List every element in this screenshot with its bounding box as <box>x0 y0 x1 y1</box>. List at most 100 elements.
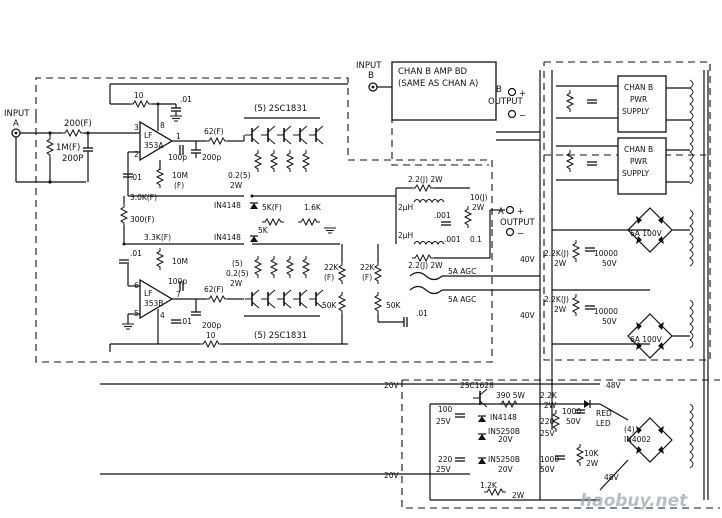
c-10000-bot-v-label: 50V <box>602 317 618 326</box>
l-top-label: 2.2(J) 2W <box>408 175 443 184</box>
c-10000-bot-label: 10000 <box>594 307 618 316</box>
v-20-b-label: 20V <box>384 471 400 480</box>
channel-b: INPUT B CHAN B AMP BD (SAME AS CHAN A) B… <box>356 61 540 141</box>
output-b-minus-jack[interactable] <box>507 109 517 119</box>
c-1000-a-label: 1000 <box>562 407 581 416</box>
r-02-bot-c-label: 2W <box>230 279 243 288</box>
c-220-25b-label: 220 <box>438 455 453 464</box>
output-a-minus: − <box>517 229 524 239</box>
c-100p-top-label: 100p <box>168 153 187 162</box>
output-a-plus-jack[interactable] <box>505 205 515 215</box>
r-22k-2w-label: 2.2K <box>540 391 558 400</box>
c-200p-top-label: 200p <box>202 153 221 162</box>
r-3k0-label: 3.0K(F) <box>130 193 157 202</box>
c-200p-input-label: 200P <box>62 154 83 164</box>
opamp-353b <box>139 278 174 320</box>
opamp-a-name: LF <box>144 131 153 140</box>
fuses: 5A AGC 5A AGC <box>409 267 540 304</box>
pot-50k-a-label: 50K <box>322 301 338 310</box>
bias-diodes: IN4148 IN4148 5K(F) 5K 1.6K <box>214 201 337 243</box>
r-02-bot-b-label: 0.2(5) <box>226 269 249 278</box>
diode-bot-label: IN4148 <box>214 233 241 242</box>
pin-2: 2 <box>134 150 139 159</box>
pin-3: 3 <box>134 123 139 132</box>
input-b-label: INPUT <box>356 61 382 71</box>
r-02-bot-a-label: (5) <box>232 259 243 268</box>
c-01-left-label: .01 <box>130 173 142 182</box>
c-220-25b-v-label: 25V <box>436 465 452 474</box>
r-10k-label: 10K <box>584 449 600 458</box>
c-01-left2-label: .01 <box>130 249 142 258</box>
output-b-minus: − <box>519 111 526 121</box>
r-5k-label: 5K(F) <box>262 203 282 212</box>
r-1k6-label: 1.6K <box>304 203 322 212</box>
c-100-25-label: 100 <box>438 405 453 414</box>
r-22kj-top-label: 2.2K(J) <box>544 249 569 258</box>
r-10m-bot-label: 10M <box>172 257 188 266</box>
output-b-plus-jack[interactable] <box>507 87 517 97</box>
pin-1: 1 <box>176 132 181 141</box>
c-10000-top-label: 10000 <box>594 249 618 258</box>
bridge-top-label: 6A 100V <box>630 229 663 238</box>
r-5k-b-label: 5K <box>258 226 269 235</box>
c-220-25-v-label: 25V <box>540 429 556 438</box>
r-22k-a-f-label: (F) <box>324 273 334 282</box>
chan-b-line1: CHAN B AMP BD <box>398 67 468 77</box>
output-a-plus: + <box>517 207 524 217</box>
transistor-array-top: (5) 2SC1831 0.2(5) 2W <box>228 104 340 198</box>
bridge-small-a-label: (4) <box>624 425 635 434</box>
input-a-label: INPUT <box>4 109 30 119</box>
c-100-25-v-label: 25V <box>436 417 452 426</box>
bridge-bot-label: 6A 100V <box>630 335 663 344</box>
r-22k-b-label: 22K <box>360 263 376 272</box>
output-b-label: OUTPUT <box>488 97 523 107</box>
c-001-label: .001 <box>434 211 451 220</box>
r-22kj-top-w-label: 2W <box>554 259 567 268</box>
v-40-bot-label: 40V <box>520 311 536 320</box>
r-1m-label: 1M(F) <box>56 143 80 153</box>
tr-bot-label: (5) 2SC1831 <box>254 331 307 341</box>
r-62-top-label: 62(F) <box>204 127 224 136</box>
l-bot-label: 2.2(J) 2W <box>408 261 443 270</box>
chan-b-line2: (SAME AS CHAN A) <box>398 79 478 89</box>
z-2-label: IN5250B <box>488 455 520 464</box>
c-01-bot-label: .01 <box>180 317 192 326</box>
c-01-pot-label: .01 <box>416 309 428 318</box>
output-a-letter: A <box>498 207 504 217</box>
r-3k3-label: 3.3K(F) <box>144 233 171 242</box>
c-01-top-label: .01 <box>180 95 192 104</box>
v-20-a-label: 20V <box>384 381 400 390</box>
z-2-v-label: 20V <box>498 465 514 474</box>
r-22kj-bot-label: 2.2K(J) <box>544 295 569 304</box>
input-b-letter: B <box>368 71 374 81</box>
d-in4148-label: IN4148 <box>490 413 517 422</box>
v-40-top-label: 40V <box>520 255 536 264</box>
opamp-a-part: 353A <box>144 141 164 150</box>
opamp-b-part: 353B <box>144 299 163 308</box>
led-2-label: LED <box>596 419 611 428</box>
r-02-top-a-label: 0.2(5) <box>228 171 251 180</box>
fuse-bot-label: 5A AGC <box>448 295 476 304</box>
opamp-353a <box>139 120 174 162</box>
c-001b-label: .001 <box>444 235 461 244</box>
chan-b-pwr-supplies: CHAN B PWR SUPPLY CHAN B PWR SUPPLY <box>539 70 690 500</box>
output-a-label: OUTPUT <box>500 218 535 228</box>
r-22k-a-label: 22K <box>324 263 340 272</box>
r-390-label: 390 5W <box>496 391 525 400</box>
output-b-letter: B <box>496 85 502 95</box>
c-10000-top-v-label: 50V <box>602 259 618 268</box>
pin-7: 7 <box>176 290 181 299</box>
output-a: A OUTPUT + − <box>498 205 535 239</box>
bias-pots: 22K (F) 22K (F) 50K 50K .01 <box>322 244 428 344</box>
led-1-label: RED <box>596 409 612 418</box>
r-10m-top-f-label: (F) <box>174 181 184 190</box>
r-22k-b-f-label: (F) <box>362 273 372 282</box>
output-network: 2.2(J) 2W 2μH 10(J) 2W .001 .001 0.1 2μH… <box>340 175 505 270</box>
diode-top-label: IN4148 <box>214 201 241 210</box>
r-10j-w-label: 2W <box>472 203 485 212</box>
c-200p-bot-label: 200p <box>202 321 221 330</box>
output-a-minus-jack[interactable] <box>505 227 515 237</box>
l-bot-uh-label: 2μH <box>398 231 413 240</box>
r-10k-w-label: 2W <box>586 459 599 468</box>
pwr2-line3: SUPPLY <box>622 169 649 178</box>
